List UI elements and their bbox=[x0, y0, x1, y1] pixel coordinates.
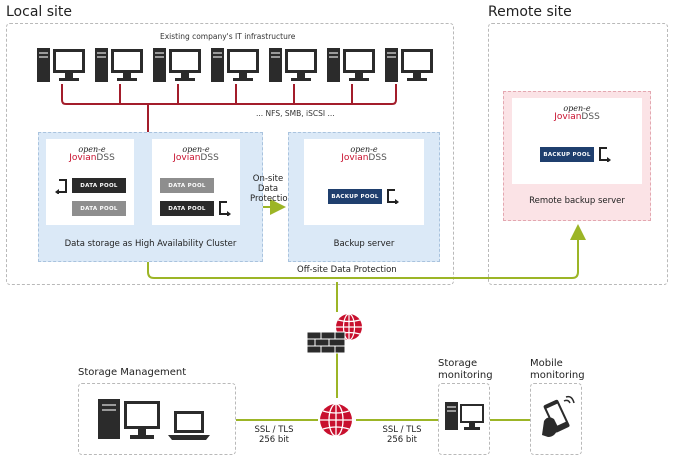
firewall-icon bbox=[306, 313, 362, 354]
backup-icon bbox=[599, 147, 611, 162]
open-e-logo-text: open-e bbox=[563, 104, 591, 113]
cluster-node-1: open-e JovianDSS DATA POOL DATA POOL bbox=[46, 139, 134, 225]
infrastructure-title: Existing company's IT infrastructure bbox=[160, 32, 296, 41]
remote-caption: Remote backup server bbox=[529, 196, 625, 206]
workstation-icon bbox=[93, 46, 147, 84]
workstation-icon bbox=[325, 46, 379, 84]
storage-management-title: Storage Management bbox=[78, 367, 187, 378]
workstation-icon bbox=[151, 46, 205, 84]
backup-caption: Backup server bbox=[333, 239, 395, 249]
mobile-monitoring-frame bbox=[530, 383, 582, 455]
data-pool-passive: DATA POOL bbox=[72, 201, 126, 216]
open-e-logo-text: open-e bbox=[78, 145, 106, 154]
storage-monitoring-frame bbox=[438, 383, 490, 455]
failover-icon bbox=[219, 201, 231, 216]
workstation-icon bbox=[267, 46, 321, 84]
cluster-node-2: open-e JovianDSS DATA POOL DATA POOL bbox=[152, 139, 240, 225]
protocols-label: ... NFS, SMB, iSCSI ... bbox=[256, 109, 335, 118]
workstation-icon bbox=[383, 46, 437, 84]
dss-text: DSS bbox=[96, 153, 115, 163]
data-pool-active: DATA POOL bbox=[72, 178, 126, 193]
local-site-title: Local site bbox=[6, 4, 73, 20]
failover-icon bbox=[55, 179, 67, 194]
remote-site-frame bbox=[488, 23, 668, 285]
jovian-text: Jovian bbox=[554, 112, 582, 122]
data-pool-passive: DATA POOL bbox=[160, 178, 214, 193]
data-pool-active: DATA POOL bbox=[160, 201, 214, 216]
management-workstation-icon bbox=[98, 399, 210, 440]
local-site-frame bbox=[6, 23, 454, 285]
storage-management-frame bbox=[78, 383, 236, 455]
jovian-text: Jovian bbox=[173, 153, 201, 163]
open-e-logo-text: open-e bbox=[182, 145, 210, 154]
jovian-text: Jovian bbox=[341, 153, 369, 163]
globe-icon bbox=[320, 403, 352, 437]
cluster-caption: Data storage as High Availability Cluste… bbox=[64, 239, 237, 249]
backup-pool: BACKUP POOL bbox=[328, 189, 382, 204]
remote-site-title: Remote site bbox=[488, 4, 572, 20]
workstation-icon bbox=[209, 46, 263, 84]
dss-text: DSS bbox=[581, 112, 600, 122]
open-e-logo-text: open-e bbox=[350, 145, 378, 154]
jovian-text: Jovian bbox=[69, 153, 97, 163]
workstation-icon bbox=[35, 46, 89, 84]
backup-server-node: open-e JovianDSS BACKUP POOL bbox=[304, 139, 424, 225]
dss-text: DSS bbox=[368, 153, 387, 163]
backup-icon bbox=[387, 189, 399, 204]
mobile-phone-icon bbox=[542, 395, 575, 437]
offsite-protection-label: Off-site Data Protection bbox=[297, 265, 397, 275]
backup-pool: BACKUP POOL bbox=[540, 147, 594, 162]
dss-text: DSS bbox=[200, 153, 219, 163]
monitoring-workstation-icon bbox=[445, 402, 484, 430]
remote-backup-node: open-e JovianDSS BACKUP POOL bbox=[512, 98, 642, 184]
